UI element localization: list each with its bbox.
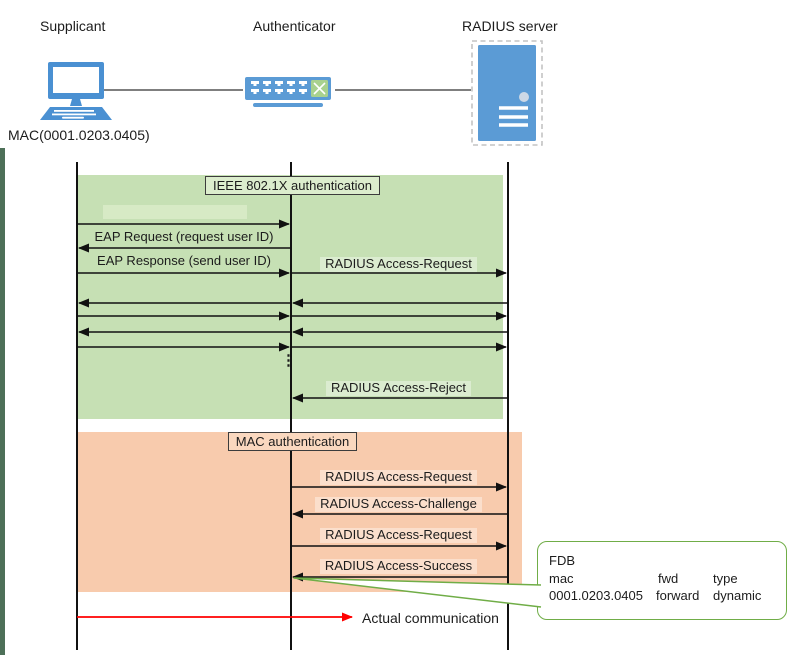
supplicant-mac-label: MAC(0001.0203.0405) [8, 127, 150, 143]
fdb-header-mac: mac [549, 571, 574, 586]
ieee-section-title: IEEE 802.1X authentication [77, 176, 508, 195]
authenticator-label: Authenticator [253, 18, 336, 34]
eap-response-label: EAP Response (send user ID) [97, 253, 271, 268]
supplicant-label: Supplicant [40, 18, 106, 34]
left-accent-bar [0, 148, 5, 655]
fdb-value-mac: 0001.0203.0405 [549, 588, 643, 603]
switch-icon [245, 77, 331, 107]
mac-section-title: MAC authentication [77, 432, 508, 451]
radius-server-label: RADIUS server [462, 18, 558, 34]
mac-access-challenge-label: RADIUS Access-Challenge [291, 496, 506, 512]
eap-request-label: EAP Request (request user ID) [94, 229, 274, 244]
radius-access-request-label: RADIUS Access-Request [291, 256, 506, 272]
fdb-value-type: dynamic [713, 588, 762, 603]
fdb-title: FDB [549, 553, 575, 568]
mac-access-request-1-label: RADIUS Access-Request [291, 469, 506, 485]
radius-access-reject-label: RADIUS Access-Reject [291, 380, 506, 396]
server-icon [471, 40, 543, 146]
fdb-header-fwd: fwd [658, 571, 679, 586]
computer-icon [40, 62, 112, 120]
fdb-header-type: type [713, 571, 738, 586]
mac-access-request-2-label: RADIUS Access-Request [291, 527, 506, 543]
actual-communication-label: Actual communication [362, 610, 499, 626]
mac-access-success-label: RADIUS Access-Success [291, 558, 506, 574]
message-arrows [77, 219, 508, 582]
fdb-callout: FDB mac fwd type 0001.0203.0405 forward … [537, 541, 787, 620]
sequence-ellipsis: ⋮ [281, 352, 296, 369]
blank-message-label [103, 205, 247, 219]
fdb-value-fwd: forward [656, 588, 700, 603]
